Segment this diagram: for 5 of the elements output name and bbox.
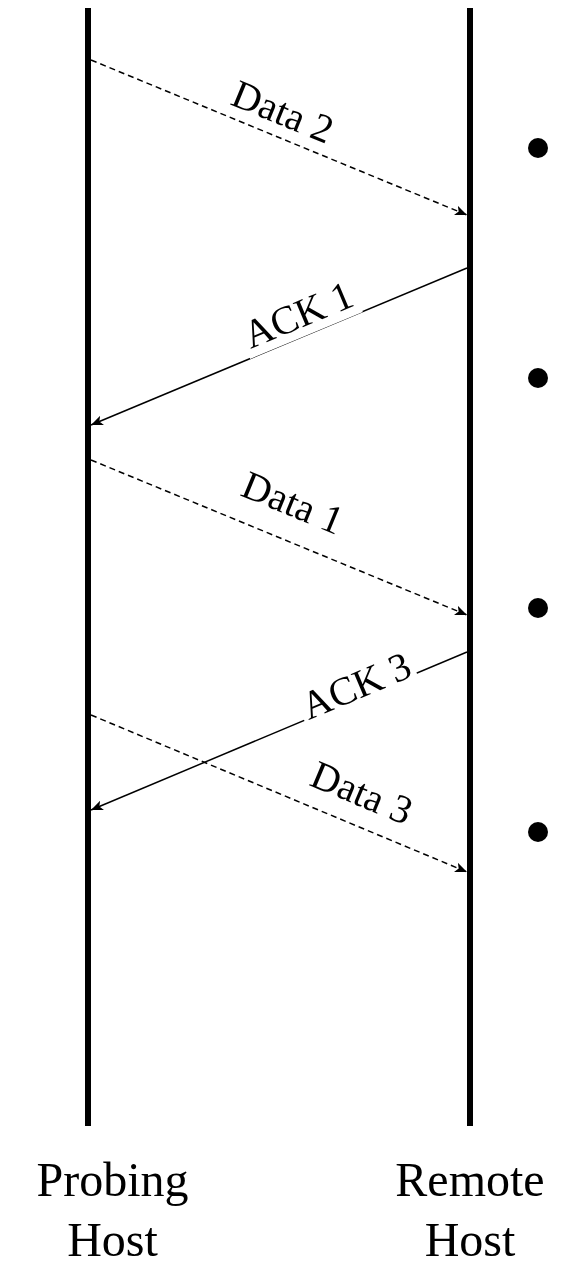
- message-arrow: [90, 459, 468, 616]
- host-label: Probing Host: [35, 1152, 190, 1268]
- message-arrow: [90, 714, 468, 873]
- message-arrow: [90, 59, 468, 216]
- host-label: Remote Host: [394, 1152, 546, 1268]
